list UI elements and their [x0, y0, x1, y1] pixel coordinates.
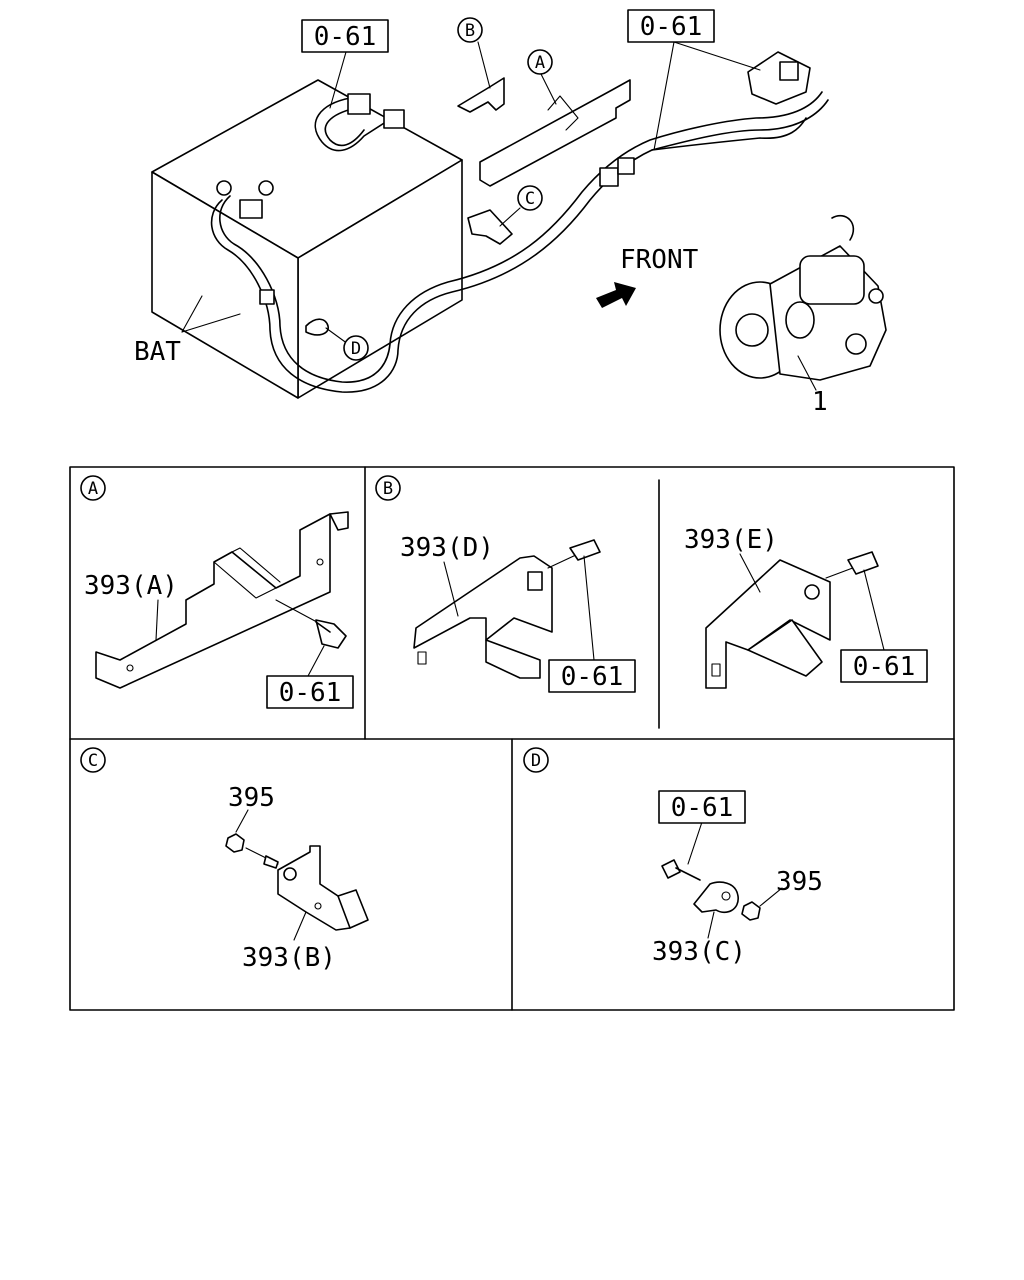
callout-box: [627, 9, 715, 43]
battery: [151, 79, 463, 399]
starter-motor: [719, 215, 887, 381]
detail-frame: [69, 466, 955, 1011]
panel-d: D 0-61 395 393(C): [523, 747, 823, 967]
label-393b: 393(B): [242, 943, 336, 973]
label-393c: 393(C): [652, 937, 746, 967]
overview-bracket-b: [457, 77, 505, 113]
callout-circle-c: [517, 185, 543, 211]
starter-ref-label: 1: [812, 387, 828, 417]
front-arrow-icon: [596, 282, 636, 308]
label-393d: 393(D): [400, 533, 494, 563]
part-o61-label: 0-61: [640, 12, 703, 42]
overview-bracket-a: [479, 79, 631, 187]
panel-c: C 395 393(B): [80, 747, 369, 973]
label-395: 395: [228, 783, 275, 813]
callout-circle-d: [343, 335, 369, 361]
panel-b-tag: B: [383, 479, 393, 499]
circle-a-letter: A: [535, 53, 545, 73]
label-393a: 393(A): [84, 571, 178, 601]
bracket-393b: [277, 845, 369, 931]
circle-b-letter: B: [465, 21, 475, 41]
label-395: 395: [776, 867, 823, 897]
bolt-icon: [825, 551, 879, 579]
label-o61-e: 0-61: [853, 652, 916, 682]
battery-cable-harness: [210, 51, 829, 393]
bracket-393c: [693, 881, 739, 914]
overview-bracket-c: [467, 209, 513, 245]
overview-leaders: [181, 41, 817, 391]
bracket-393d: [413, 555, 553, 679]
bat-label: BAT: [134, 337, 181, 367]
circle-c-letter: C: [525, 189, 535, 209]
label-o61-d: 0-61: [561, 662, 624, 692]
label-o61: 0-61: [671, 793, 734, 823]
bolt-icon: [275, 599, 347, 649]
bracket-393a: [95, 511, 349, 689]
callout-circle-a: [527, 49, 553, 75]
callout-box: [301, 19, 389, 53]
panel-d-tag: D: [531, 751, 541, 771]
bracket-393e: [705, 559, 831, 689]
panel-c-tag: C: [88, 751, 98, 771]
label-o61: 0-61: [279, 678, 342, 708]
callout-circle-b: [457, 17, 483, 43]
label-393e: 393(E): [684, 525, 778, 555]
nut-icon: [225, 833, 279, 869]
panel-b: B 393(D) 0-61 393(E) 0-61: [375, 475, 928, 693]
panel-a: A 393(A) 0-61: [80, 475, 354, 709]
front-label: FRONT: [620, 245, 699, 275]
panel-a-tag: A: [88, 479, 98, 499]
bolt-icon: [661, 859, 701, 881]
part-o61-label: 0-61: [314, 22, 377, 52]
nut-icon: [741, 901, 761, 921]
circle-d-letter: D: [351, 339, 361, 359]
bolt-icon: [547, 539, 601, 569]
